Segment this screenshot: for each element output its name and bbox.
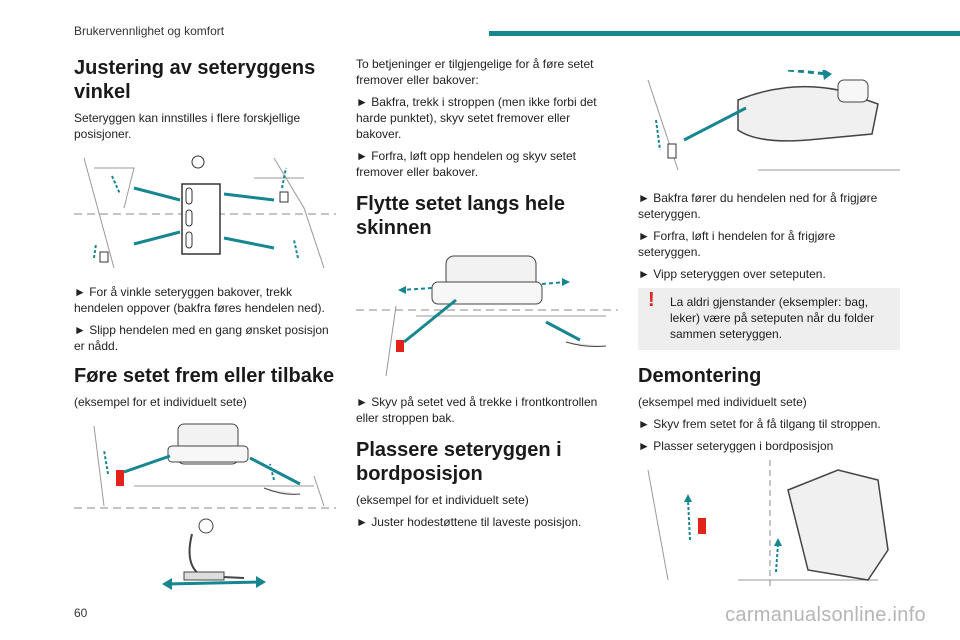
text-table-example: (eksempel for et individuelt sete) bbox=[356, 493, 529, 507]
heading-removal: Demontering bbox=[638, 365, 762, 387]
header-accent-bar bbox=[489, 31, 960, 36]
text-fold-step1: ► Bakfra fører du hendelen ned for å fri… bbox=[638, 191, 878, 221]
warning-icon: ! bbox=[648, 289, 655, 311]
heading-backrest-angle: Justering av seteryggens vinkel bbox=[74, 57, 316, 103]
illustration-fold-backrest bbox=[638, 70, 900, 180]
text-controls-intro: To betjeninger er tilgjengelige for å fø… bbox=[356, 57, 594, 87]
text-controls-rear: ► Bakfra, trekk i stroppen (men ikke for… bbox=[356, 95, 597, 141]
text-move-seat-example: (eksempel for et individuelt sete) bbox=[74, 395, 247, 409]
text-backrest-step1: ► For å vinkle seteryggen bakover, trekk… bbox=[74, 285, 325, 315]
header-section-title: Brukervennlighet og komfort bbox=[74, 24, 225, 38]
illustration-move-seat bbox=[74, 416, 336, 596]
text-removal-step2: ► Plasser seteryggen i bordposisjon bbox=[638, 439, 834, 453]
watermark: carmanualsonline.info bbox=[725, 604, 926, 626]
column-2: To betjeninger er tilgjengelige for å fø… bbox=[356, 56, 618, 536]
page-number: 60 bbox=[74, 606, 88, 620]
text-controls-front: ► Forfra, løft opp hendelen og skyv sete… bbox=[356, 149, 576, 179]
text-backrest-intro: Seteryggen kan innstilles i flere forskj… bbox=[74, 111, 301, 141]
text-removal-step1: ► Skyv frem setet for å få tilgang til s… bbox=[638, 417, 881, 431]
illustration-backrest-angle bbox=[74, 148, 336, 276]
text-fold-step3: ► Vipp seteryggen over seteputen. bbox=[638, 267, 826, 281]
heading-table-position: Plassere seteryggen i bordposisjon bbox=[356, 439, 562, 485]
text-backrest-step2: ► Slipp hendelen med en gang ønsket posi… bbox=[74, 323, 329, 353]
column-3: ► Bakfra fører du hendelen ned for å fri… bbox=[638, 70, 900, 590]
illustration-removal bbox=[638, 460, 900, 590]
text-full-rail-step: ► Skyv på setet ved å trekke i frontkont… bbox=[356, 395, 598, 425]
column-1: Justering av seteryggens vinkel Seterygg… bbox=[74, 56, 336, 596]
heading-full-rail: Flytte setet langs hele skinnen bbox=[356, 193, 565, 239]
warning-text: La aldri gjenstander (eksempler: bag, le… bbox=[670, 295, 875, 341]
text-removal-example: (eksempel med individuelt sete) bbox=[638, 395, 807, 409]
warning-box: ! La aldri gjenstander (eksempler: bag, … bbox=[638, 288, 900, 350]
text-fold-step2: ► Forfra, løft i hendelen for å frigjøre… bbox=[638, 229, 836, 259]
illustration-full-rail bbox=[356, 246, 618, 386]
text-table-step1: ► Juster hodestøttene til laveste posisj… bbox=[356, 515, 582, 529]
heading-move-seat: Føre setet frem eller tilbake bbox=[74, 365, 335, 387]
